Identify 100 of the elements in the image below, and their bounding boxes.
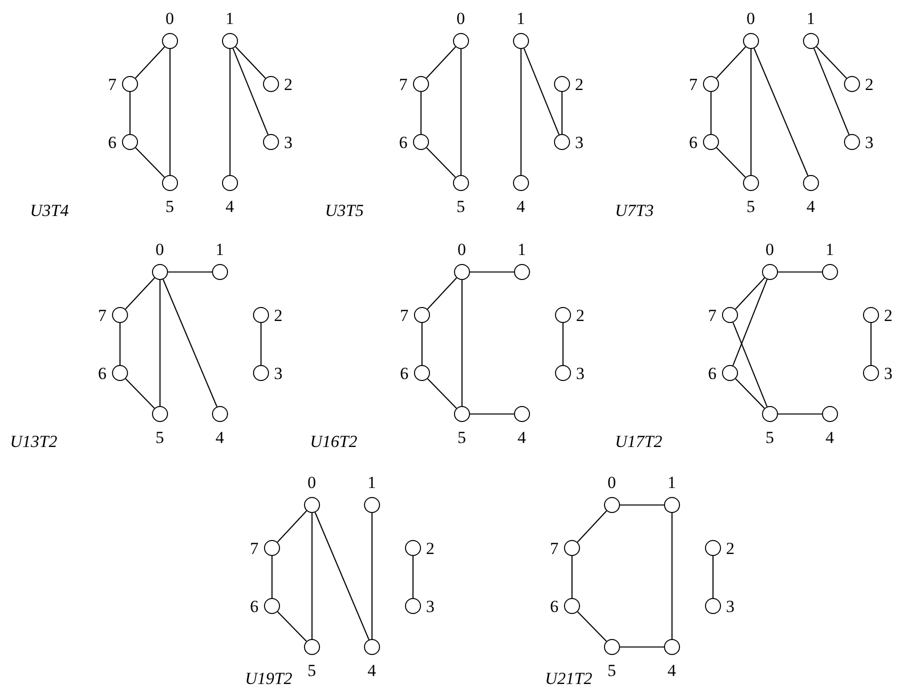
vertex-circle (414, 365, 430, 381)
edge-line (169, 49, 171, 175)
vertex-number: 0 (308, 474, 316, 491)
vertex-number: 2 (576, 306, 584, 324)
vertex-number: 0 (766, 241, 774, 258)
vertex-number: 5 (456, 198, 465, 215)
vertex-number: 7 (550, 540, 558, 556)
edge-line (125, 277, 155, 310)
vertex-number: 7 (708, 306, 716, 324)
vertex-circle (705, 540, 721, 556)
edge-line (732, 322, 768, 407)
edge-line (816, 46, 847, 79)
vertex-number: 4 (806, 198, 815, 215)
vertex-circle (152, 264, 168, 280)
vertex-number: 6 (250, 598, 258, 614)
vertex-circle (454, 264, 470, 280)
edge-line (168, 271, 212, 273)
vertex-number: 6 (708, 364, 716, 382)
vertex-circle (112, 307, 128, 323)
edge-line (311, 513, 313, 639)
vertex-circle (822, 264, 838, 280)
edge-line (716, 46, 746, 79)
vertex-circle (555, 365, 571, 381)
edge-line (710, 92, 712, 134)
vertex-circle (364, 497, 380, 513)
edge-line (135, 46, 165, 79)
graph-name: U3T5 (325, 202, 364, 219)
vertex-circle (253, 365, 269, 381)
vertex-number: 6 (108, 134, 116, 150)
edge-line (620, 646, 664, 648)
edge-line (671, 513, 673, 639)
edge-line (750, 49, 752, 175)
vertex-circle (264, 598, 280, 614)
edge-line (129, 92, 131, 134)
edge-line (778, 271, 822, 273)
vertex-number: 3 (426, 598, 434, 614)
vertex-number: 7 (108, 76, 116, 92)
vertex-number: 1 (226, 10, 234, 27)
vertex-circle (112, 365, 128, 381)
vertex-circle (513, 33, 529, 49)
vertex-number: 2 (575, 76, 584, 92)
vertex-circle (664, 639, 680, 655)
vertex-circle (405, 540, 421, 556)
vertex-circle (304, 639, 320, 655)
vertex-circle (604, 639, 620, 655)
vertex-circle (453, 175, 469, 191)
graph-name: U16T2 (310, 433, 358, 450)
vertex-number: 6 (400, 364, 408, 382)
vertex-number: 6 (399, 134, 408, 150)
vertex-circle (263, 134, 279, 150)
graph-name: U21T2 (545, 670, 592, 685)
vertex-circle (263, 76, 279, 92)
vertex-circle (743, 175, 759, 191)
vertex-circle (803, 175, 819, 191)
vertex-circle (554, 134, 570, 150)
vertex-circle (822, 406, 838, 422)
edge-line (135, 147, 165, 178)
edge-line (159, 280, 161, 406)
vertex-number: 3 (576, 364, 584, 382)
vertex-circle (513, 175, 529, 191)
vertex-circle (453, 33, 469, 49)
vertex-number: 4 (826, 429, 834, 446)
vertex-circle (703, 134, 719, 150)
vertex-number: 3 (284, 134, 292, 150)
vertex-number: 7 (400, 306, 408, 324)
edge-line (277, 510, 307, 543)
edge-line (577, 510, 607, 543)
vertex-number: 0 (458, 241, 466, 258)
vertex-circle (514, 264, 530, 280)
edge-line (229, 49, 231, 175)
edge-line (571, 556, 573, 598)
vertex-number: 6 (689, 134, 698, 150)
vertex-circle (264, 540, 280, 556)
vertex-circle (863, 307, 879, 323)
vertex-circle (222, 175, 238, 191)
edge-line (735, 277, 765, 310)
vertex-number: 3 (726, 598, 734, 614)
edge-line (426, 147, 456, 178)
vertex-circle (222, 33, 238, 49)
edge-line (814, 48, 850, 135)
edge-line (460, 49, 462, 175)
vertex-number: 5 (746, 198, 755, 215)
edge-line (427, 378, 457, 409)
edge-line (561, 92, 563, 134)
vertex-number: 5 (766, 429, 774, 446)
edge-line (520, 49, 522, 175)
vertex-circle (122, 134, 138, 150)
vertex-number: 4 (368, 662, 376, 679)
graph-name: U19T2 (245, 670, 292, 685)
vertex-number: 1 (368, 474, 376, 491)
vertex-circle (705, 598, 721, 614)
vertex-circle (555, 307, 571, 323)
edge-line (778, 413, 822, 415)
vertex-circle (454, 406, 470, 422)
edge-line (371, 513, 373, 639)
graph-name: U7T3 (615, 202, 654, 219)
vertex-circle (762, 406, 778, 422)
vertex-number: 0 (156, 241, 164, 258)
edge-line (426, 46, 456, 79)
vertex-number: 0 (166, 10, 174, 27)
